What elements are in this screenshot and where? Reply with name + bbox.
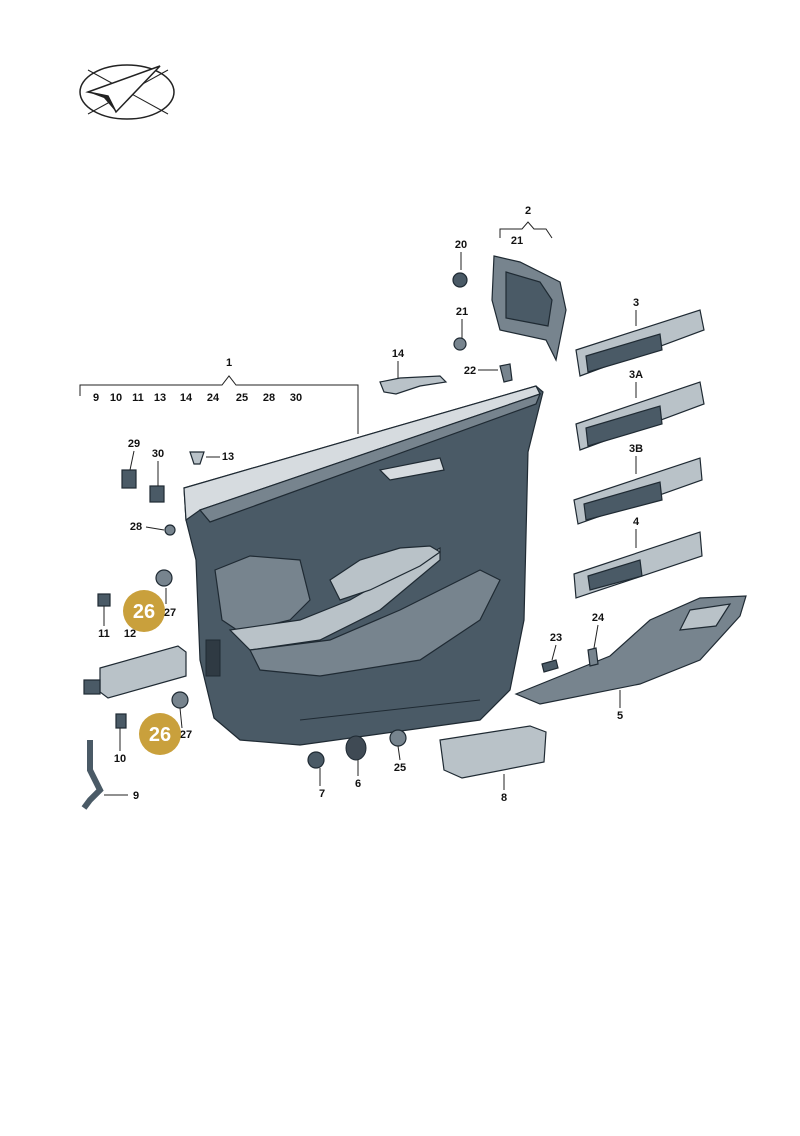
fastener-28 <box>164 524 176 536</box>
fastener-21 <box>453 337 467 351</box>
callout-21: 21 <box>456 306 468 318</box>
door-trim-panel <box>183 385 544 746</box>
group-1-sub-label: 30 <box>290 392 302 404</box>
fastener-22 <box>499 363 513 383</box>
handle-part <box>379 375 448 395</box>
callout-12: 12 <box>124 628 136 640</box>
fastener-13 <box>189 451 205 465</box>
switch-panel-3b <box>573 457 703 525</box>
callout-14: 14 <box>392 348 405 360</box>
callout-25: 25 <box>394 762 406 774</box>
callout-30: 30 <box>152 448 164 460</box>
badge-26-upper: 26 <box>123 590 165 632</box>
speaker-box-part <box>83 645 187 699</box>
cable-part <box>81 740 104 810</box>
callout-22: 22 <box>464 365 476 377</box>
callout-28: 28 <box>130 521 142 533</box>
mirror-cover-part <box>491 255 567 362</box>
switch-panel-4 <box>573 531 703 599</box>
callout-5: 5 <box>617 710 623 722</box>
group-1-sub-label: 10 <box>110 392 122 404</box>
fastener-11 <box>97 593 111 607</box>
callout-6: 6 <box>355 778 361 790</box>
badge-26-lower: 26 <box>139 713 181 755</box>
group-1-sub-label: 28 <box>263 392 275 404</box>
group-1-sub-label: 11 <box>132 392 144 404</box>
group-1-sub-label: 24 <box>207 392 220 404</box>
callout-3a: 3A <box>629 369 643 381</box>
callout-3b: 3B <box>629 443 643 455</box>
fastener-24 <box>587 647 599 667</box>
group-2-bracket: 2 21 <box>499 205 553 247</box>
callout-4: 4 <box>633 516 640 528</box>
group-1-label: 1 <box>226 357 232 369</box>
check-arrow-logo-icon <box>79 64 175 120</box>
fastener-23 <box>541 659 559 673</box>
switch-panel-3a <box>575 381 705 451</box>
armrest-part <box>514 595 747 705</box>
badge-26-label: 26 <box>133 601 155 623</box>
callout-7: 7 <box>319 788 325 800</box>
group-1-bracket: 1 9 10 11 13 14 24 25 28 30 <box>79 357 359 434</box>
group-2-label: 2 <box>525 205 531 217</box>
callout-3: 3 <box>633 297 639 309</box>
fastener-30 <box>149 485 165 503</box>
callout-24: 24 <box>592 612 605 624</box>
group-2-sub-label: 21 <box>511 235 523 247</box>
fastener-7 <box>307 751 325 769</box>
group-1-sub-label: 13 <box>154 392 166 404</box>
callout-29: 29 <box>128 438 140 450</box>
group-1-sub-label: 9 <box>93 392 99 404</box>
callouts: 20 21 22 14 3 3A 3B 4 24 23 5 29 30 13 2… <box>98 239 643 804</box>
callout-27-upper: 27 <box>164 607 176 619</box>
callout-9: 9 <box>133 790 139 802</box>
group-1-sub-label: 14 <box>180 392 193 404</box>
callout-13: 13 <box>222 451 234 463</box>
group-1-sub-label: 25 <box>236 392 248 404</box>
fastener-25 <box>389 729 407 747</box>
switch-panel-3 <box>575 309 705 377</box>
callout-8: 8 <box>501 792 507 804</box>
callout-11: 11 <box>98 628 110 640</box>
callout-20: 20 <box>455 239 467 251</box>
fastener-6 <box>345 735 367 761</box>
fastener-27-upper <box>155 569 173 587</box>
callout-10: 10 <box>114 753 126 765</box>
fastener-10 <box>115 713 127 729</box>
callout-27-lower: 27 <box>180 729 192 741</box>
fastener-20 <box>452 272 468 288</box>
callout-23: 23 <box>550 632 562 644</box>
fastener-27-lower <box>171 691 189 709</box>
pocket-part <box>439 725 547 779</box>
badge-26-label: 26 <box>149 724 171 746</box>
fastener-29 <box>121 469 137 489</box>
